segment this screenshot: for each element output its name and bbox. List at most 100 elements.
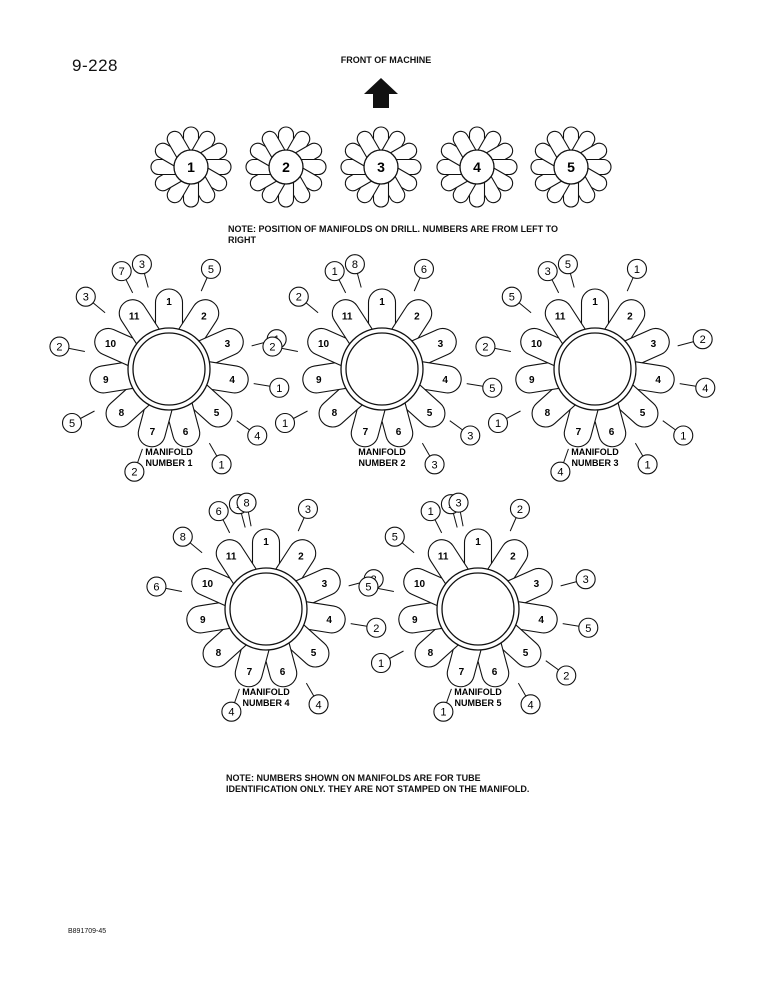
- callout-number: 8: [352, 259, 358, 271]
- callout-number: 4: [702, 383, 708, 395]
- callout-circle: [146, 576, 167, 597]
- port-number: 8: [428, 648, 434, 659]
- port-number: 6: [183, 427, 189, 438]
- callout-circle: [61, 412, 83, 434]
- callout-number: 2: [56, 342, 62, 354]
- manifold-number-label: NUMBER 3: [571, 458, 618, 468]
- callout-number: 6: [216, 506, 222, 518]
- callout-circle: [509, 498, 531, 519]
- small-manifold-number: 3: [377, 159, 385, 175]
- callout-number: 5: [509, 292, 515, 304]
- callout-number: 2: [373, 623, 379, 635]
- callout-number: 3: [139, 259, 145, 271]
- callout-number: 1: [645, 459, 651, 471]
- callout-number: 4: [528, 699, 534, 711]
- port-number: 8: [216, 648, 222, 659]
- port-number: 7: [459, 667, 465, 678]
- callout-number: 4: [228, 707, 234, 719]
- port-number: 10: [531, 339, 543, 350]
- note-tube-identification: NOTE: NUMBERS SHOWN ON MANIFOLDS ARE FOR…: [226, 773, 530, 794]
- port-number: 3: [225, 339, 231, 350]
- callout-number: 3: [583, 574, 589, 586]
- port-number: 9: [103, 375, 109, 386]
- callout-number: 8: [180, 532, 186, 544]
- callout-number: 1: [680, 430, 686, 442]
- callout-circle: [420, 501, 441, 522]
- port-number: 11: [342, 311, 353, 322]
- callout-circle: [124, 461, 145, 482]
- small-manifold: 5: [530, 126, 612, 208]
- callout-number: 8: [243, 498, 249, 510]
- callout-circle: [501, 286, 522, 307]
- callout-number: 5: [392, 532, 398, 544]
- callout-circle: [370, 652, 392, 674]
- callout-number: 2: [296, 292, 302, 304]
- callout-number: 1: [440, 707, 446, 719]
- callout-number: 1: [634, 264, 640, 276]
- port-number: 3: [438, 339, 444, 350]
- callout-number: 1: [282, 418, 288, 430]
- callout-circle: [75, 286, 96, 307]
- port-number: 1: [592, 297, 598, 308]
- callout-circle: [556, 665, 577, 686]
- callout-circle: [200, 258, 222, 279]
- port-number: 4: [442, 375, 448, 386]
- manifold-label: MANIFOLD: [454, 687, 502, 697]
- callout-circle: [344, 254, 365, 275]
- callout-circle: [448, 492, 469, 513]
- port-number: 5: [214, 408, 220, 419]
- callout-circle: [487, 412, 509, 434]
- port-number: 6: [492, 667, 498, 678]
- manifold: 123456789101135114125237MANIFOLDNUMBER 1: [49, 254, 290, 482]
- callout-circle: [673, 425, 694, 446]
- port-number: 10: [202, 579, 214, 590]
- port-number: 7: [247, 667, 253, 678]
- callout-circle: [308, 694, 329, 715]
- port-number: 2: [510, 551, 516, 562]
- callout-circle: [482, 377, 503, 398]
- callout-circle: [358, 576, 379, 597]
- callout-number: 2: [269, 342, 275, 354]
- callout-circle: [433, 701, 454, 722]
- callout-number: 3: [545, 266, 551, 278]
- port-number: 7: [150, 427, 156, 438]
- callout-circle: [236, 492, 257, 513]
- callout-number: 5: [489, 383, 495, 395]
- port-number: 2: [298, 551, 304, 562]
- callout-circle: [211, 454, 232, 475]
- callout-number: 5: [585, 623, 591, 635]
- manifold-label: MANIFOLD: [571, 447, 619, 457]
- callout-circle: [262, 336, 283, 357]
- port-number: 3: [651, 339, 657, 350]
- note-manifold-positions: NOTE: POSITION OF MANIFOLDS ON DRILL. NU…: [228, 224, 558, 245]
- port-number: 6: [396, 427, 402, 438]
- callout-circle: [557, 254, 578, 275]
- manifold-label: MANIFOLD: [358, 447, 406, 457]
- callout-circle: [269, 377, 290, 398]
- callout-number: 2: [517, 504, 523, 516]
- callout-circle: [247, 425, 268, 446]
- port-number: 7: [576, 427, 582, 438]
- port-number: 4: [326, 615, 332, 626]
- callout-number: 2: [131, 467, 137, 479]
- port-number: 10: [414, 579, 426, 590]
- manifold-label: MANIFOLD: [242, 687, 290, 697]
- callout-number: 3: [455, 498, 461, 510]
- callout-circle: [692, 329, 713, 350]
- small-manifold-number: 5: [567, 159, 575, 175]
- front-arrow-icon: [364, 78, 398, 108]
- callout-circle: [550, 461, 571, 482]
- port-number: 11: [438, 551, 449, 562]
- callout-number: 3: [83, 292, 89, 304]
- port-number: 5: [427, 408, 433, 419]
- callout-circle: [413, 258, 435, 279]
- callout-number: 1: [276, 383, 282, 395]
- small-manifold: 4: [436, 126, 518, 208]
- callout-number: 5: [208, 264, 214, 276]
- port-number: 8: [332, 408, 338, 419]
- port-number: 5: [640, 408, 646, 419]
- front-of-machine-label: FRONT OF MACHINE: [340, 55, 432, 65]
- port-number: 6: [280, 667, 286, 678]
